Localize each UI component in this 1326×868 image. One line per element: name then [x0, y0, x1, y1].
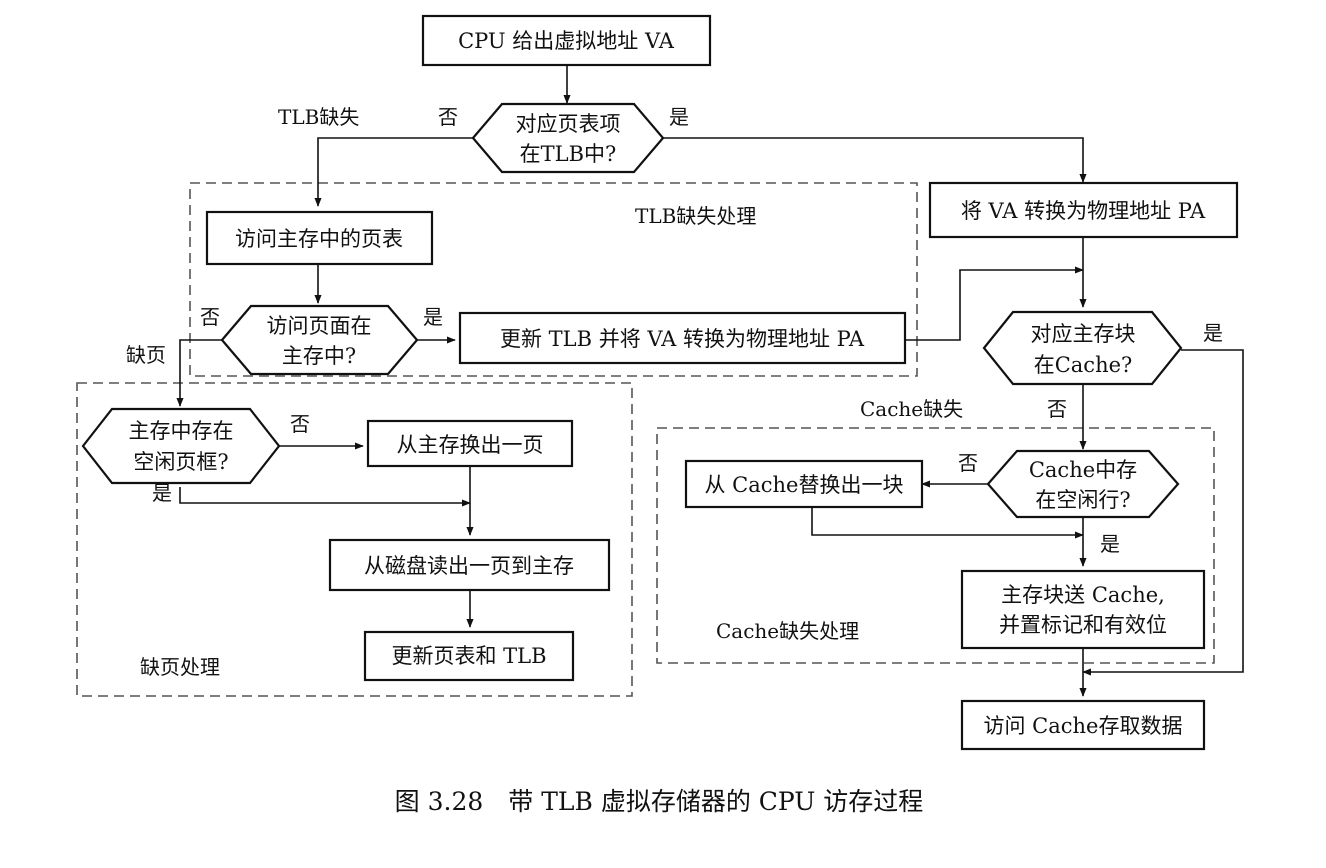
- page-fault-label: 缺页: [126, 343, 166, 367]
- cpu-va-box: [421, 14, 712, 67]
- cache-no-label: 否: [1047, 397, 1067, 421]
- access-page-table-box: [205, 210, 434, 266]
- page-yes-label: 是: [423, 305, 443, 329]
- cpu-va-text: CPU 给出虚拟地址 VA: [458, 29, 675, 53]
- tlb-no-label: 否: [438, 105, 458, 129]
- page-in-memory-text-line2: 主存中?: [282, 344, 356, 368]
- arrow-page-no: [176, 339, 222, 407]
- arrow-replace-to-send: [811, 507, 1084, 539]
- access-cache-box: [960, 699, 1206, 751]
- free-frame-yes-label: 是: [152, 481, 172, 505]
- send-block-text-line2: 并置标记和有效位: [999, 613, 1167, 637]
- replace-block-text: 从 Cache替换出一块: [705, 473, 904, 497]
- read-page-disk-text: 从磁盘读出一页到主存: [364, 554, 574, 578]
- arrow-tlb-yes: [663, 137, 1087, 183]
- tlb-check-text-line1: 对应页表项: [516, 112, 621, 136]
- access-cache-text: 访问 Cache存取数据: [984, 714, 1183, 738]
- block-in-cache-text-line2: 在Cache?: [1034, 353, 1133, 377]
- update-pt-tlb-text: 更新页表和 TLB: [391, 644, 546, 668]
- update-tlb-box: [458, 311, 907, 365]
- va-to-pa-text: 将 VA 转换为物理地址 PA: [961, 199, 1206, 223]
- cache-miss-handling-label: Cache缺失处理: [716, 619, 859, 643]
- page-in-memory-text-line1: 访问页面在: [267, 314, 372, 338]
- block-in-cache-decision: [982, 310, 1183, 386]
- va-to-pa-box: [928, 181, 1239, 239]
- arrow-cache-yes: [1082, 349, 1244, 676]
- arrow-tlb-no: [314, 137, 473, 207]
- send-block-box: [960, 569, 1206, 650]
- block-in-cache-text-line1: 对应主存块: [1031, 322, 1136, 346]
- arrow-free-frame-yes: [179, 487, 471, 507]
- swap-out-page-text: 从主存换出一页: [397, 433, 544, 457]
- tlb-miss-label: TLB缺失: [278, 105, 359, 129]
- read-page-disk-box: [328, 538, 611, 592]
- free-line-no-label: 否: [958, 451, 978, 475]
- swap-out-page-box: [366, 419, 574, 468]
- free-frame-no-label: 否: [290, 412, 310, 436]
- free-line-yes-label: 是: [1100, 532, 1120, 556]
- replace-block-box: [684, 459, 924, 509]
- tlb-miss-handling-label: TLB缺失处理: [635, 204, 756, 228]
- free-frame-decision: [81, 407, 281, 485]
- figure-caption: 图 3.28 带 TLB 虚拟存储器的 CPU 访存过程: [395, 787, 924, 816]
- page-in-memory-decision: [220, 304, 419, 376]
- send-block-text-line1: 主存块送 Cache,: [1001, 583, 1165, 607]
- update-tlb-text: 更新 TLB 并将 VA 转换为物理地址 PA: [500, 327, 865, 351]
- page-fault-handling-region: [76, 382, 633, 697]
- page-fault-handling-label: 缺页处理: [140, 655, 220, 679]
- tlb-yes-label: 是: [669, 105, 689, 129]
- page-no-label: 否: [200, 305, 220, 329]
- cache-yes-label: 是: [1203, 321, 1223, 345]
- cache-miss-handling-region: [656, 427, 1215, 664]
- access-page-table-text: 访问主存中的页表: [235, 227, 403, 251]
- tlb-check-text-line2: 在TLB中?: [520, 142, 617, 166]
- free-line-text-line1: Cache中存: [1029, 458, 1137, 482]
- cache-miss-label: Cache缺失: [860, 397, 963, 421]
- connectors: [176, 65, 1244, 697]
- free-line-decision: [986, 449, 1180, 519]
- update-pt-tlb-box: [363, 630, 575, 682]
- free-line-text-line2: 在空闲行?: [1035, 488, 1130, 512]
- free-frame-text-line1: 主存中存在: [129, 419, 234, 443]
- arrow-update-tlb-to-cache: [905, 266, 1084, 341]
- free-frame-text-line2: 空闲页框?: [133, 450, 228, 474]
- tlb-miss-handling-region: [189, 182, 918, 377]
- tlb-check-decision: [471, 102, 665, 174]
